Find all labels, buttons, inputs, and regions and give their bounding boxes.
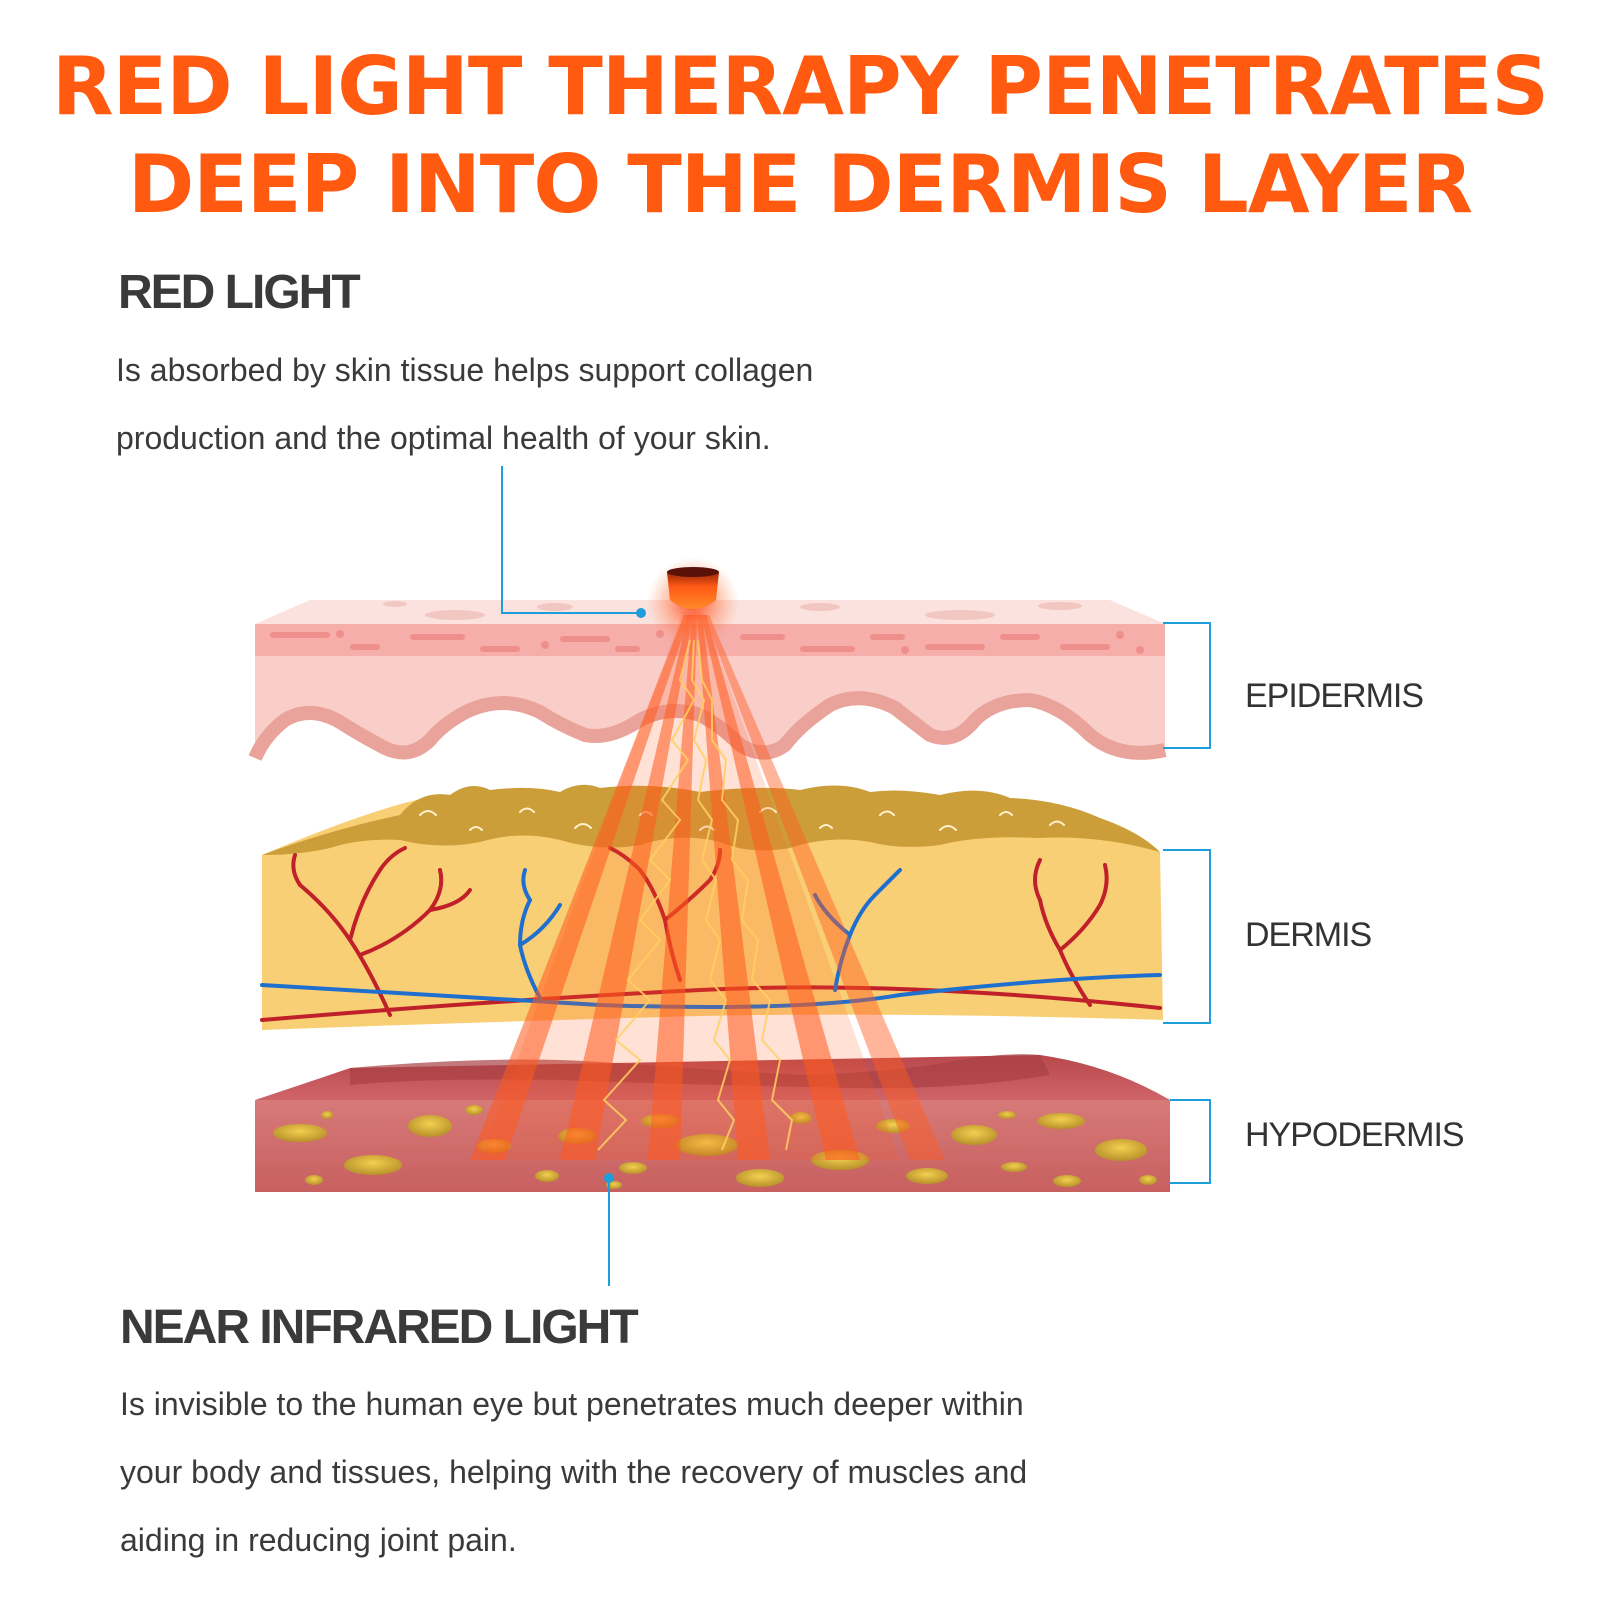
page-headline: RED LIGHT THERAPY PENETRATES DEEP INTO T… <box>0 38 1600 234</box>
near-infrared-heading: NEAR INFRARED LIGHT <box>120 1301 639 1354</box>
dermis-bracket <box>1163 849 1211 1024</box>
red-light-callout-line <box>501 466 638 614</box>
epidermis-label: EPIDERMIS <box>1245 677 1424 715</box>
red-light-heading: RED LIGHT <box>118 266 361 319</box>
near-infrared-callout-dot <box>604 1173 614 1183</box>
dermis-label: DERMIS <box>1245 916 1372 954</box>
epidermis-bracket <box>1163 622 1211 749</box>
near-infrared-description-line-3: aiding in reducing joint pain. <box>120 1522 517 1558</box>
hypodermis-bracket <box>1170 1099 1211 1184</box>
near-infrared-description-line-2: your body and tissues, helping with the … <box>120 1454 1028 1490</box>
red-light-description-line-1: Is absorbed by skin tissue helps support… <box>116 352 814 388</box>
light-emitter <box>647 557 739 649</box>
near-infrared-description: Is invisible to the human eye but penetr… <box>120 1370 1270 1574</box>
red-light-description-line-2: production and the optimal health of you… <box>116 420 771 456</box>
infrared-wave-lines <box>597 639 794 1151</box>
callout-lines <box>501 466 1211 1286</box>
hypodermis-label: HYPODERMIS <box>1245 1116 1465 1154</box>
epidermis-cells <box>270 630 1144 654</box>
hypodermis-layer <box>255 1054 1170 1192</box>
red-light-description: Is absorbed by skin tissue helps support… <box>116 336 1016 472</box>
red-light-callout-dot <box>636 608 646 618</box>
headline-line-2: DEEP INTO THE DERMIS LAYER <box>127 138 1473 231</box>
arteries <box>260 846 1162 1022</box>
light-beams <box>470 612 945 1160</box>
near-infrared-description-line-1: Is invisible to the human eye but penetr… <box>120 1386 1024 1422</box>
veins <box>260 868 1162 1010</box>
headline-line-1: RED LIGHT THERAPY PENETRATES <box>52 40 1549 133</box>
